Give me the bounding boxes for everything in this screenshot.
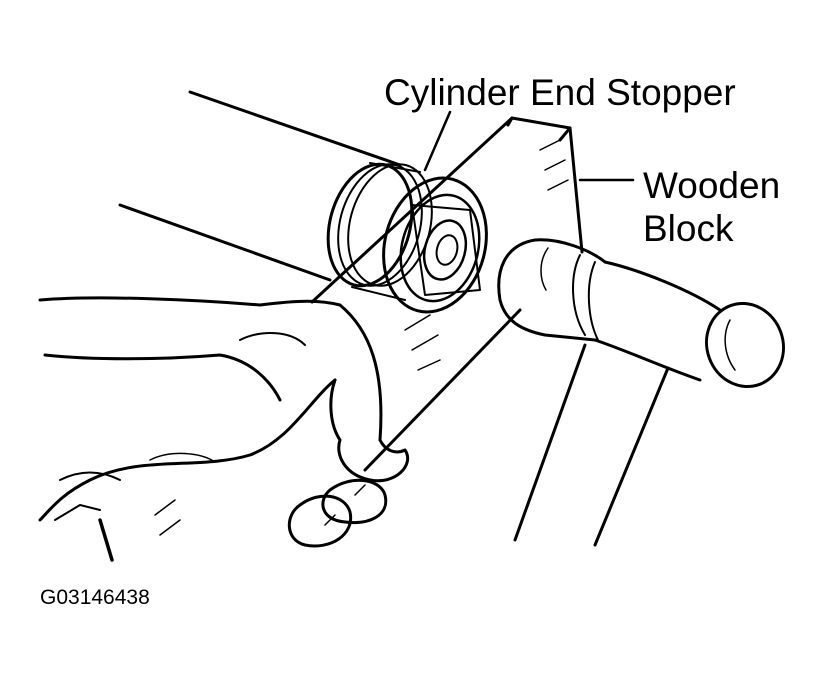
label-wooden-block: Wooden Block: [643, 164, 780, 250]
cylinder-end-stopper: [315, 155, 501, 324]
wooden-block: [155, 118, 582, 535]
label-wooden-block-line2: Block: [643, 208, 734, 249]
cylinder-body: [120, 92, 400, 280]
label-cylinder-end-stopper: Cylinder End Stopper: [384, 72, 736, 113]
hand: [40, 298, 408, 560]
label-wooden-block-line1: Wooden: [643, 165, 781, 206]
leader-lines: [425, 112, 633, 180]
leader-cylinder-end-stopper: [425, 112, 450, 170]
figure-code: G03146438: [40, 586, 150, 609]
hammer: [499, 240, 795, 545]
